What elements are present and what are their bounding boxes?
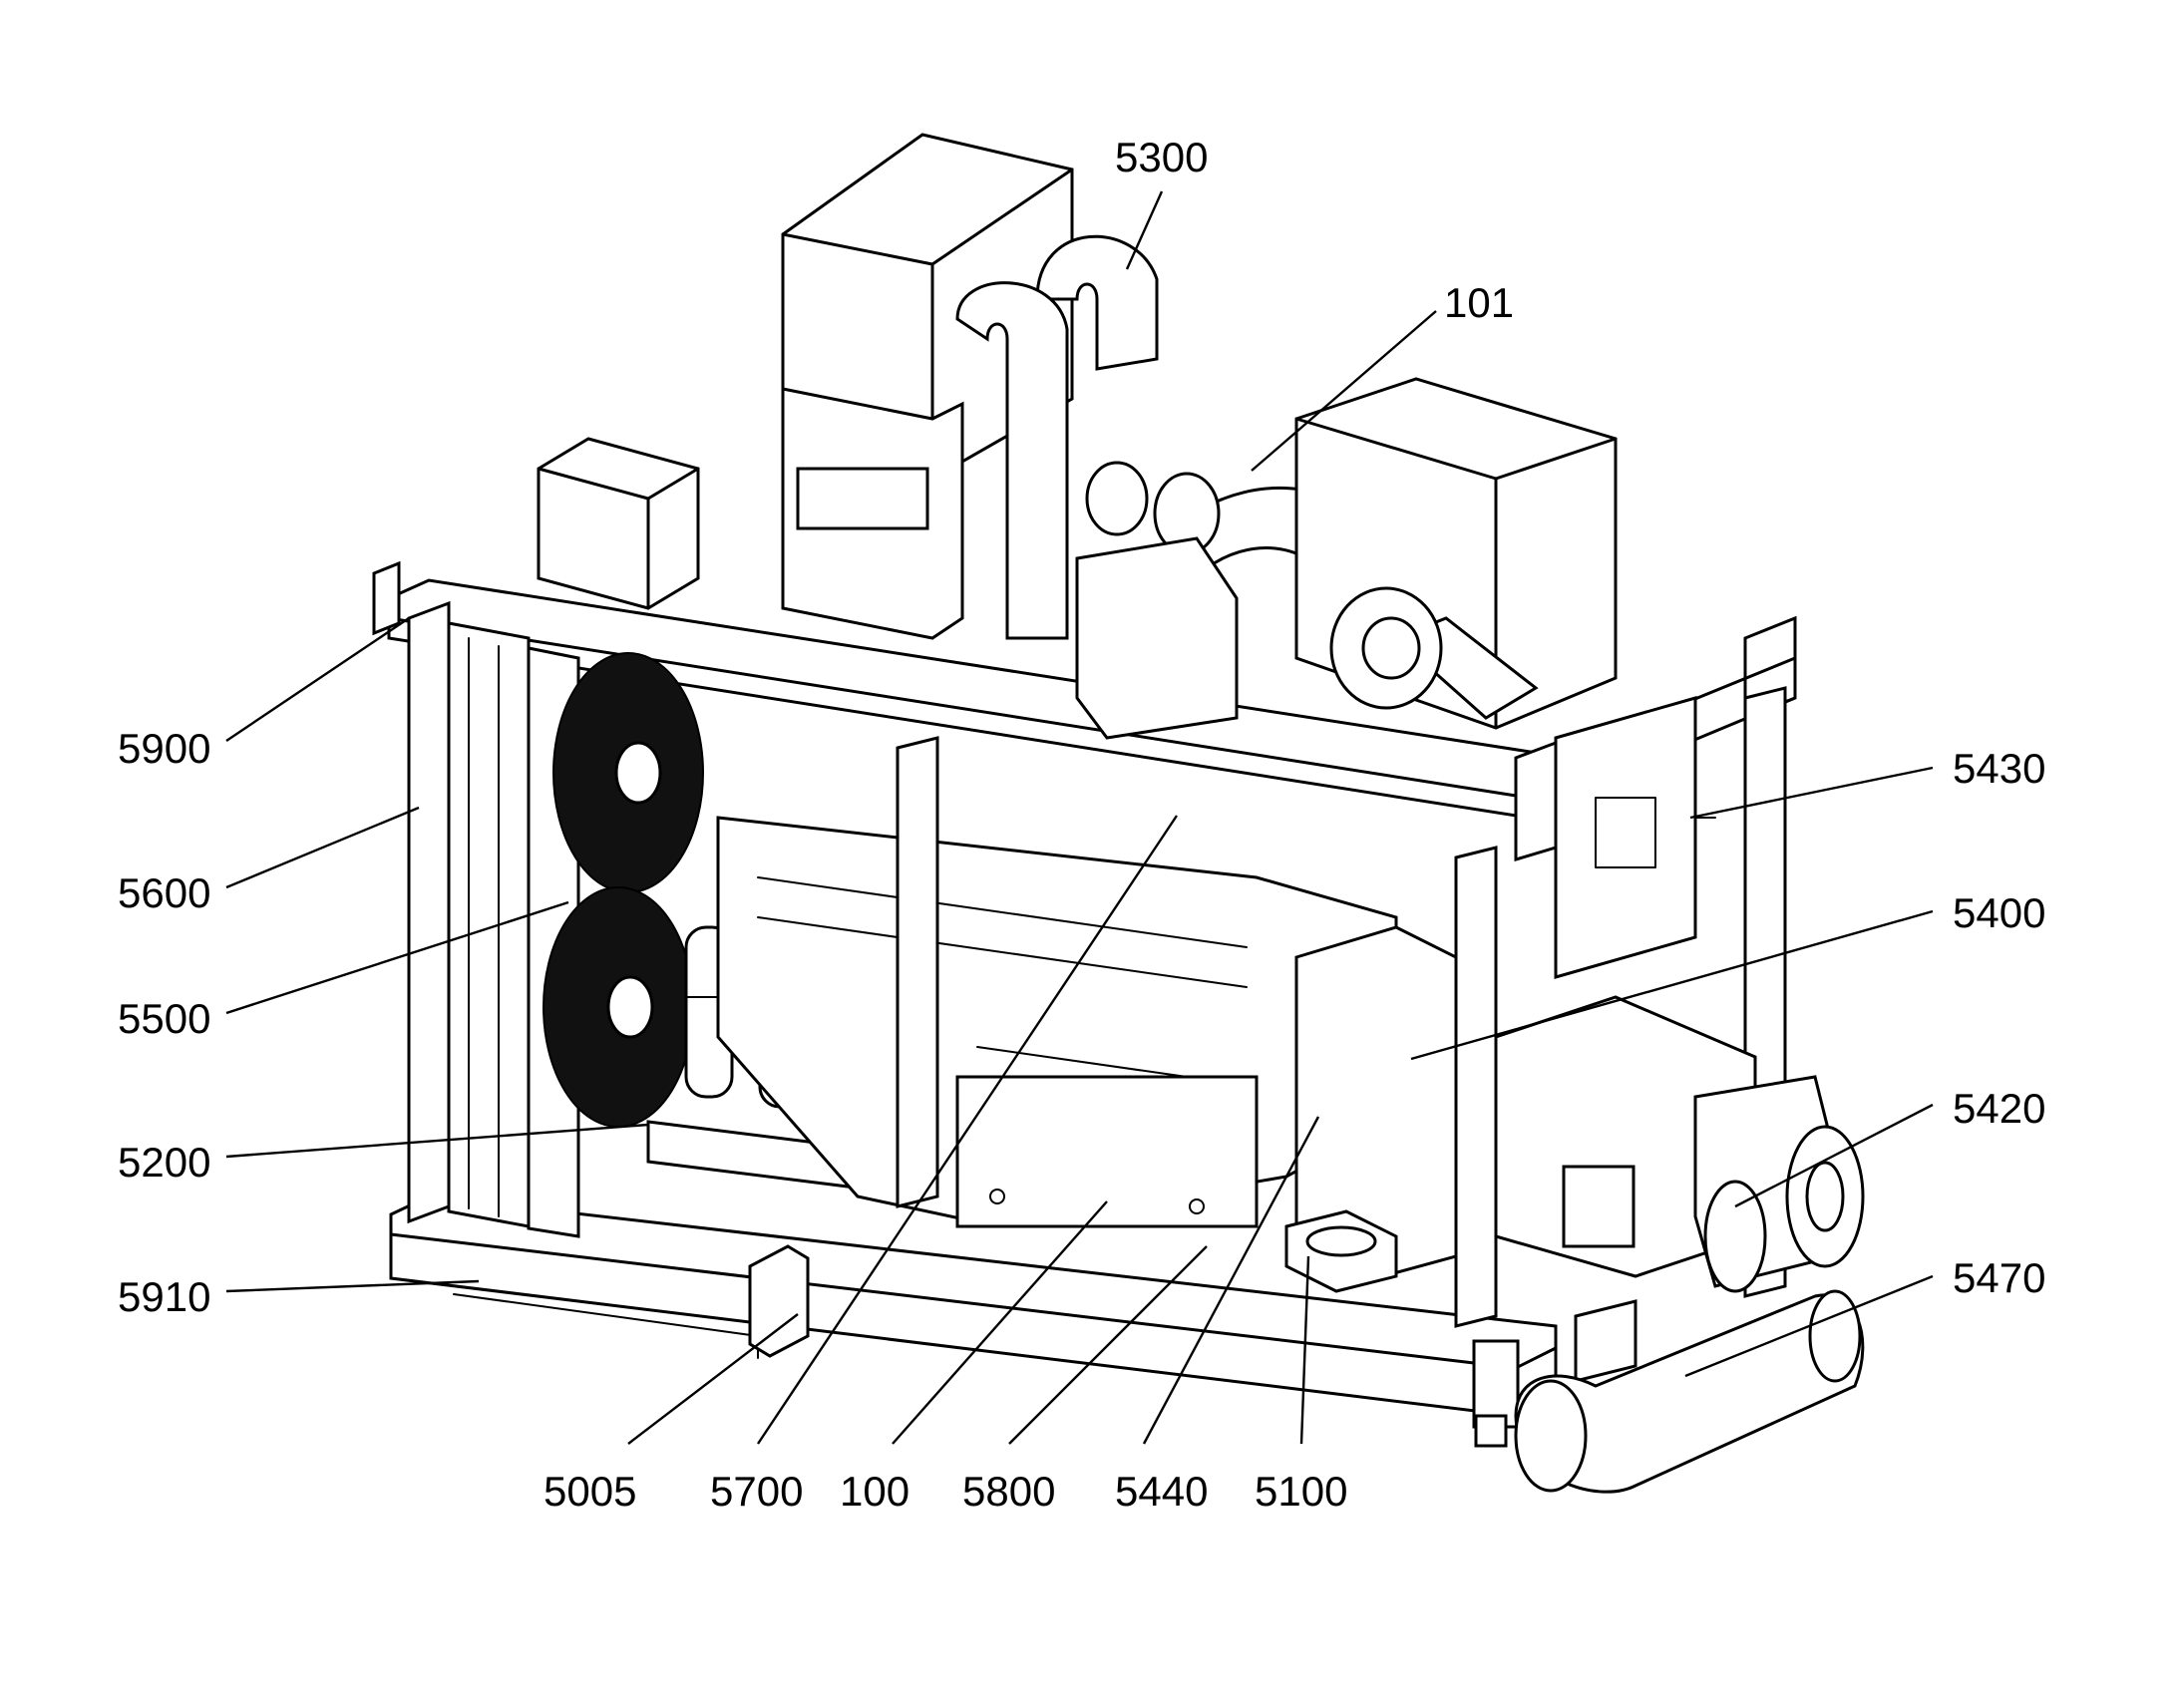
label-5100: 5100	[1255, 1468, 1347, 1515]
reference-labels: 5300 101 5900 5430 5600 5400 5500 5420 5…	[118, 134, 2045, 1515]
silencer	[1514, 1289, 1865, 1494]
lifting-frame	[372, 560, 1797, 862]
label-5300: 5300	[1115, 134, 1208, 180]
leader-5420	[1734, 1103, 1934, 1208]
label-100: 100	[840, 1468, 909, 1515]
label-5200: 5200	[118, 1139, 210, 1186]
leader-5910	[225, 1279, 480, 1293]
leader-5900	[225, 617, 410, 742]
base-frame	[389, 1195, 1558, 1448]
label-5700: 5700	[710, 1468, 803, 1515]
label-5500: 5500	[118, 995, 210, 1042]
control-panel	[1554, 696, 1716, 979]
leader-100	[892, 1200, 1108, 1445]
cooling-fans	[543, 652, 704, 1128]
label-5420: 5420	[1953, 1085, 2045, 1132]
label-5005: 5005	[544, 1468, 636, 1515]
leader-lines	[225, 190, 1934, 1445]
label-5910: 5910	[118, 1273, 210, 1320]
coolant-tank	[537, 437, 700, 610]
label-5800: 5800	[962, 1468, 1055, 1515]
label-5430: 5430	[1953, 745, 2045, 792]
leader-5005	[627, 1313, 799, 1445]
leader-5470	[1684, 1274, 1934, 1378]
leader-5100	[1299, 1255, 1310, 1445]
leader-5430	[1689, 766, 1934, 820]
engine-line-art	[372, 133, 1865, 1494]
leader-5500	[225, 900, 569, 1015]
label-5400: 5400	[1953, 889, 2045, 936]
exhaust-box	[781, 133, 1074, 640]
label-5440: 5440	[1115, 1468, 1208, 1515]
leader-5440	[1142, 1116, 1320, 1445]
leader-5400	[1410, 909, 1934, 1061]
leader-5300	[1125, 190, 1164, 270]
leader-5200	[225, 1123, 649, 1159]
label-5900: 5900	[118, 725, 210, 772]
label-5470: 5470	[1953, 1254, 2045, 1301]
leader-101	[1251, 310, 1437, 472]
leader-5700	[757, 815, 1178, 1445]
engine-mount	[1284, 1209, 1398, 1293]
label-5600: 5600	[118, 869, 210, 916]
leader-5800	[1008, 1245, 1208, 1445]
pump-drive	[1294, 925, 1865, 1383]
aftertreatment-modules	[1075, 377, 1618, 740]
leader-5600	[225, 806, 420, 889]
label-101: 101	[1444, 279, 1514, 326]
